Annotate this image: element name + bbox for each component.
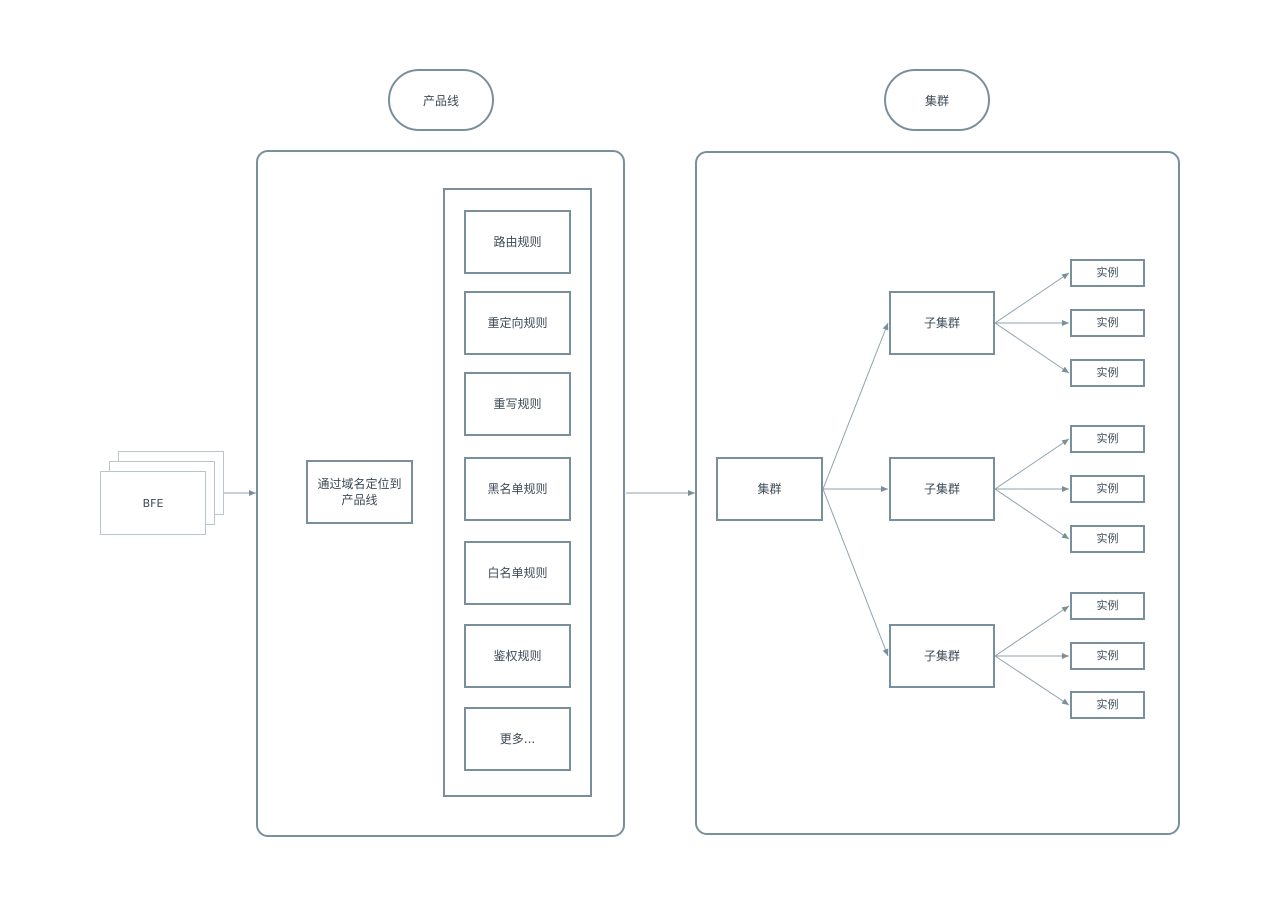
instance-label: 实例 (1096, 266, 1119, 279)
instance-label: 实例 (1096, 649, 1119, 662)
rule-label: 重定向规则 (487, 316, 548, 330)
arrow-sub3-to-instance-1 (994, 605, 1070, 657)
arrow-sub2-to-instance-1 (994, 438, 1070, 490)
arrow-cluster-to-sub-1 (822, 322, 889, 490)
locate-product-line-label: 通过域名定位到产品线 (317, 477, 402, 507)
cluster-root-node: 集群 (716, 457, 823, 521)
rule-whitelist: 白名单规则 (464, 541, 571, 605)
locate-product-line-box: 通过域名定位到产品线 (306, 460, 413, 524)
cluster-header-label: 集群 (924, 93, 949, 108)
instance-label: 实例 (1096, 366, 1119, 379)
rule-label: 重写规则 (493, 397, 542, 411)
instance-node: 实例 (1070, 525, 1145, 553)
sub-cluster-node-2: 子集群 (889, 457, 995, 521)
arrow-sub1-to-instance-3 (994, 322, 1070, 374)
instance-label: 实例 (1096, 532, 1119, 545)
instance-node: 实例 (1070, 359, 1145, 387)
instance-label: 实例 (1096, 482, 1119, 495)
instance-node: 实例 (1070, 691, 1145, 719)
instance-node: 实例 (1070, 259, 1145, 287)
rule-label: 白名单规则 (487, 566, 548, 580)
instance-node: 实例 (1070, 642, 1145, 670)
bfe-node: BFE (100, 471, 206, 535)
rule-label: 黑名单规则 (487, 482, 548, 496)
sub-cluster-node-3: 子集群 (889, 624, 995, 688)
rule-more: 更多... (464, 707, 571, 771)
instance-node: 实例 (1070, 592, 1145, 620)
rule-label: 路由规则 (493, 235, 542, 249)
sub-cluster-node-1: 子集群 (889, 291, 995, 355)
sub-cluster-label: 子集群 (923, 649, 960, 663)
arrow-sub2-to-instance-3 (994, 488, 1070, 540)
instance-node: 实例 (1070, 425, 1145, 453)
instance-label: 实例 (1096, 316, 1119, 329)
cluster-header: 集群 (884, 69, 990, 131)
product-line-header-label: 产品线 (422, 93, 459, 108)
rule-label: 更多... (499, 732, 536, 746)
rule-label: 鉴权规则 (493, 649, 542, 663)
instance-label: 实例 (1096, 599, 1119, 612)
rule-rewrite: 重写规则 (464, 372, 571, 436)
rule-routing: 路由规则 (464, 210, 571, 274)
sub-cluster-label: 子集群 (923, 482, 960, 496)
instance-label: 实例 (1096, 698, 1119, 711)
arrow-cluster-to-sub-3 (822, 488, 889, 657)
cluster-root-label: 集群 (757, 482, 782, 496)
instance-node: 实例 (1070, 475, 1145, 503)
bfe-label: BFE (142, 496, 164, 510)
sub-cluster-label: 子集群 (923, 316, 960, 330)
arrow-sub3-to-instance-3 (994, 655, 1070, 706)
product-line-header: 产品线 (388, 69, 494, 131)
instance-label: 实例 (1096, 432, 1119, 445)
rule-blacklist: 黑名单规则 (464, 457, 571, 521)
rule-redirect: 重定向规则 (464, 291, 571, 355)
instance-node: 实例 (1070, 309, 1145, 337)
arrow-sub1-to-instance-1 (994, 272, 1070, 324)
rule-auth: 鉴权规则 (464, 624, 571, 688)
